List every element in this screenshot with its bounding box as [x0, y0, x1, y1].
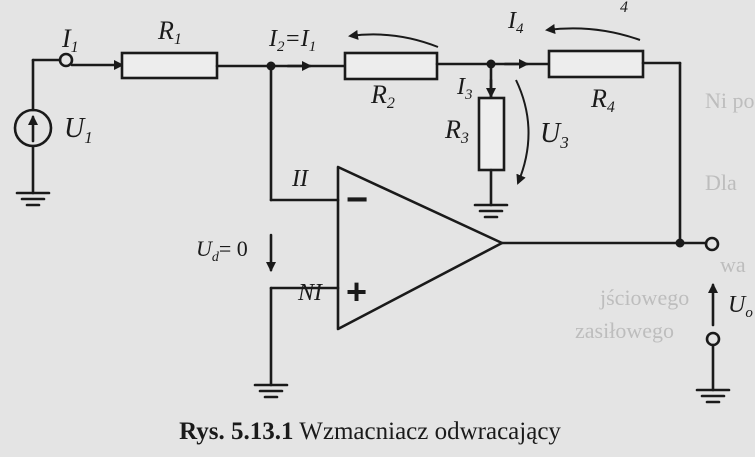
- label-u3: U3: [540, 118, 569, 152]
- bleed-text-3: wa: [720, 252, 746, 277]
- minus-sign: −: [346, 179, 368, 221]
- label-r4: R4: [590, 84, 615, 116]
- figure-caption: Rys. 5.13.1 Wzmacniacz odwracający: [0, 418, 740, 446]
- label-i1-source: I1: [61, 24, 79, 56]
- label-noninverting-input: NI: [297, 280, 323, 306]
- op-amp-triangle: [336, 165, 504, 331]
- output-terminal-bottom: [705, 331, 721, 347]
- voltage-arrow-r4: [545, 24, 641, 41]
- label-r1: R1: [157, 16, 182, 48]
- resistor-r4: [547, 49, 645, 79]
- background-bleed-text: Ni po Dla wa jściowego zasiłowego: [575, 88, 755, 343]
- label-top-fragment: 4: [620, 0, 628, 16]
- resistor-r3: [477, 96, 506, 172]
- resistor-r2: [343, 51, 439, 81]
- label-r3: R3: [444, 115, 469, 147]
- current-source: [13, 58, 62, 195]
- bleed-text-5: zasiłowego: [575, 318, 674, 343]
- bleed-text-1: Ni po: [705, 88, 755, 113]
- label-i2-equals-i1: I2=I1: [268, 26, 316, 55]
- ground-symbol-output: [695, 388, 731, 404]
- resistor-r1: [120, 51, 219, 80]
- output-terminal-top: [704, 236, 720, 252]
- input-terminal: [58, 52, 74, 68]
- bleed-text-4: jściowego: [599, 285, 689, 310]
- ground-symbol-r3: [473, 203, 509, 219]
- voltage-arrow-u3: [515, 79, 530, 185]
- label-i4: I4: [507, 8, 524, 37]
- ground-symbol-ni: [253, 383, 289, 399]
- label-inverting-input: II: [291, 166, 309, 192]
- plus-sign: +: [346, 271, 367, 312]
- caption-text: Wzmacniacz odwracający: [299, 418, 561, 445]
- label-uo: Uo: [728, 292, 753, 321]
- label-ud: Ud= 0: [196, 236, 248, 265]
- voltage-arrow-r2: [348, 29, 439, 48]
- bleed-text-2: Dla: [705, 170, 737, 195]
- label-r2: R2: [370, 80, 395, 112]
- junction-output: [675, 238, 685, 248]
- label-i3: I3: [456, 74, 473, 103]
- caption-number: Rys. 5.13.1: [179, 418, 294, 445]
- ground-symbol-source: [15, 191, 51, 207]
- label-u1: U1: [64, 113, 93, 147]
